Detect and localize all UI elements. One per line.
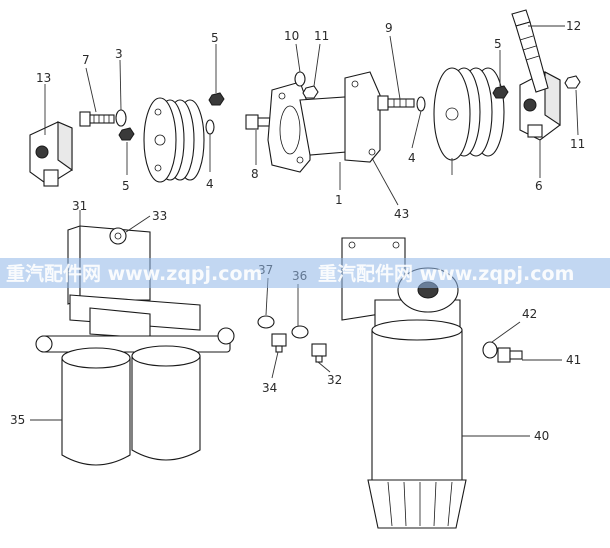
leader-lines <box>30 25 579 437</box>
callout-32: 32 <box>327 373 342 387</box>
part-41-bolt <box>497 347 523 363</box>
callout-8: 8 <box>251 167 259 181</box>
part-7-bolt <box>79 111 115 127</box>
callout-5-right: 5 <box>494 37 502 51</box>
part-34-bolt <box>271 333 287 353</box>
callout-33: 33 <box>152 209 167 223</box>
watermark-band: 重汽配件网 www.zqpj.com 重汽配件网 www.zqpj.com <box>0 258 610 288</box>
watermark-text-left: 重汽配件网 www.zqpj.com <box>6 262 262 285</box>
callout-34: 34 <box>262 381 277 395</box>
part-36-washer <box>291 325 309 339</box>
part-11-nut-right <box>564 75 581 89</box>
callout-9: 9 <box>385 21 393 35</box>
part-42-washer <box>482 341 498 359</box>
right-pulley-stack <box>433 67 505 161</box>
callout-35: 35 <box>10 413 25 427</box>
callout-5-mid: 5 <box>211 31 219 45</box>
callout-3: 3 <box>115 47 123 61</box>
part-6-bracket <box>519 71 561 141</box>
part-12-long-bolt <box>511 9 549 93</box>
callout-10: 10 <box>284 29 299 43</box>
part-4-washer-right <box>416 96 426 112</box>
part-13-mount-block <box>29 121 73 187</box>
callout-labels: 13 7 3 5 5 4 8 10 11 9 1 43 4 5 12 6 11 … <box>10 19 585 443</box>
part-3-washer <box>115 109 127 127</box>
callout-7: 7 <box>82 53 90 67</box>
callout-31: 31 <box>72 199 87 213</box>
part-11-nut <box>302 85 319 99</box>
callout-11-right: 11 <box>570 137 585 151</box>
part-4-washer-left <box>205 119 215 135</box>
callout-5-left: 5 <box>122 179 130 193</box>
callout-11-mid: 11 <box>314 29 329 43</box>
part-9-bolt <box>377 95 415 111</box>
callout-41: 41 <box>566 353 581 367</box>
part-37-washer <box>257 315 275 329</box>
part-10-washer <box>294 71 306 87</box>
callout-4-right: 4 <box>408 151 416 165</box>
callout-4-left: 4 <box>206 177 214 191</box>
part-1-spacer-tube <box>267 71 381 173</box>
left-pulley-stack <box>143 97 205 183</box>
callout-42: 42 <box>522 307 537 321</box>
watermark-text-right: 重汽配件网 www.zqpj.com <box>318 262 574 285</box>
part-35-filter-cartridges <box>61 345 201 466</box>
part-5-nut <box>118 127 135 141</box>
callout-1: 1 <box>335 193 343 207</box>
part-5-nut-upper <box>208 92 225 106</box>
part-5-nut-right <box>492 85 509 99</box>
callout-6: 6 <box>535 179 543 193</box>
callout-13: 13 <box>36 71 51 85</box>
callout-43: 43 <box>394 207 409 221</box>
part-8-bolt <box>245 114 273 130</box>
callout-12: 12 <box>566 19 581 33</box>
part-33-washer <box>109 227 127 245</box>
callout-40: 40 <box>534 429 549 443</box>
part-32-bolt <box>311 343 327 363</box>
